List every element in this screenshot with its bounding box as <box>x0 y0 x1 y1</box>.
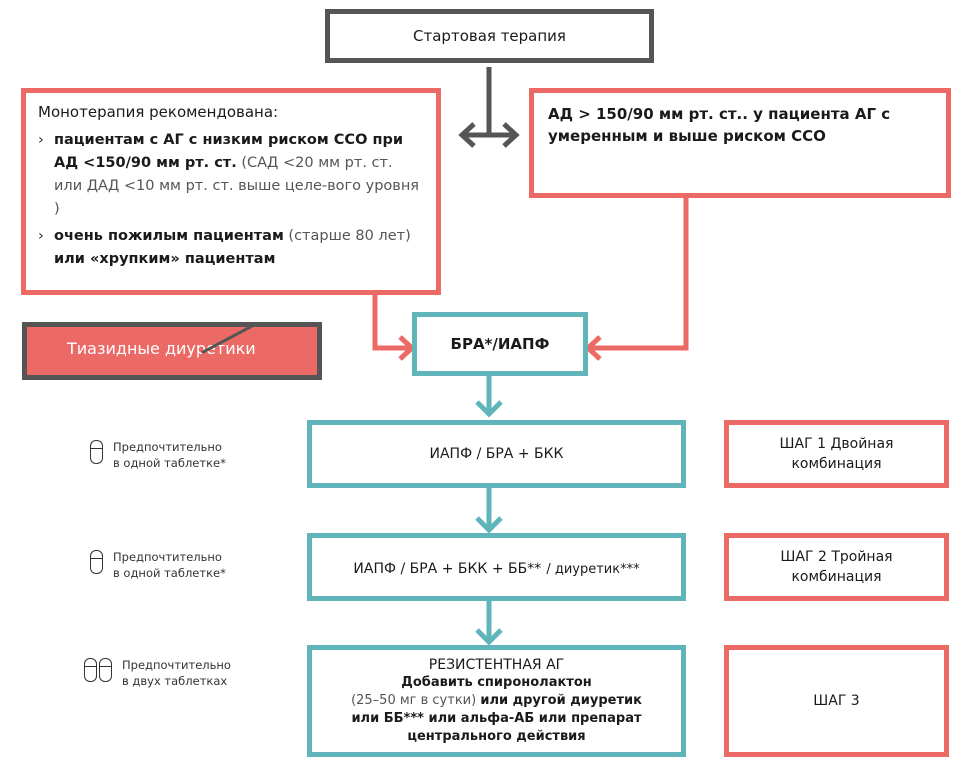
step2-drugs-box: ИАПФ / БРА + БКК + ББ** / диуретик*** <box>307 533 686 601</box>
step3-pill-note: Предпочтительно в двух таблетках <box>84 658 231 689</box>
mono-to-bra-connector <box>372 293 416 361</box>
start-therapy-box: Стартовая терапия <box>325 9 654 63</box>
step1-label-box: ШАГ 1 Двойная комбинация <box>724 420 949 488</box>
high-risk-text: АД > 150/90 мм рт. ст.. у пациента АГ с … <box>548 105 891 145</box>
step1-drugs-box: ИАПФ / БРА + БКК <box>307 420 686 488</box>
thiazide-diuretics-banner: Тиазидные диуретики <box>22 322 322 380</box>
start-therapy-label: Стартовая терапия <box>413 27 566 45</box>
step2-pill-note: Предпочтительно в одной таблетке* <box>90 550 226 581</box>
monotherapy-title: Монотерапия рекомендована: <box>38 103 279 121</box>
step1-label: ШАГ 1 Двойная комбинация <box>779 436 894 472</box>
pill-icon <box>90 440 103 464</box>
step2-label: ШАГ 2 Тройная комбинация <box>780 549 893 585</box>
step2-drugs-label: ИАПФ / БРА + БКК + ББ** / диуретик*** <box>353 560 640 577</box>
monotherapy-item-elderly: очень пожилым пациентам (старше 80 лет) … <box>38 225 424 271</box>
high-risk-box: АД > 150/90 мм рт. ст.. у пациента АГ с … <box>529 88 951 198</box>
step3-label: ШАГ 3 <box>813 693 860 709</box>
teal-arrows <box>475 374 503 646</box>
start-connector <box>458 67 520 148</box>
bra-iapf-label: БРА*/ИАПФ <box>450 335 550 353</box>
pill-icon <box>84 658 97 682</box>
thiazide-diuretics-label: Тиазидные диуретики <box>67 339 256 358</box>
step2-label-box: ШАГ 2 Тройная комбинация <box>724 533 949 601</box>
monotherapy-item-low-risk: пациентам с АГ с низким риском ССО при А… <box>38 129 424 221</box>
step1-pill-note: Предпочтительно в одной таблетке* <box>90 440 226 471</box>
step1-drugs-label: ИАПФ / БРА + БКК <box>429 446 564 462</box>
pill-icon <box>99 658 112 682</box>
step3-label-box: ШАГ 3 <box>724 645 949 757</box>
step3-title: РЕЗИСТЕНТНАЯ АГ <box>428 657 565 673</box>
high-to-bra-connector <box>584 197 689 361</box>
step3-drugs-box: РЕЗИСТЕНТНАЯ АГ Добавить спиронолактон (… <box>307 645 686 757</box>
pill-icon <box>90 550 103 574</box>
monotherapy-box: Монотерапия рекомендована: пациентам с А… <box>21 88 441 295</box>
bra-iapf-box: БРА*/ИАПФ <box>412 312 588 376</box>
